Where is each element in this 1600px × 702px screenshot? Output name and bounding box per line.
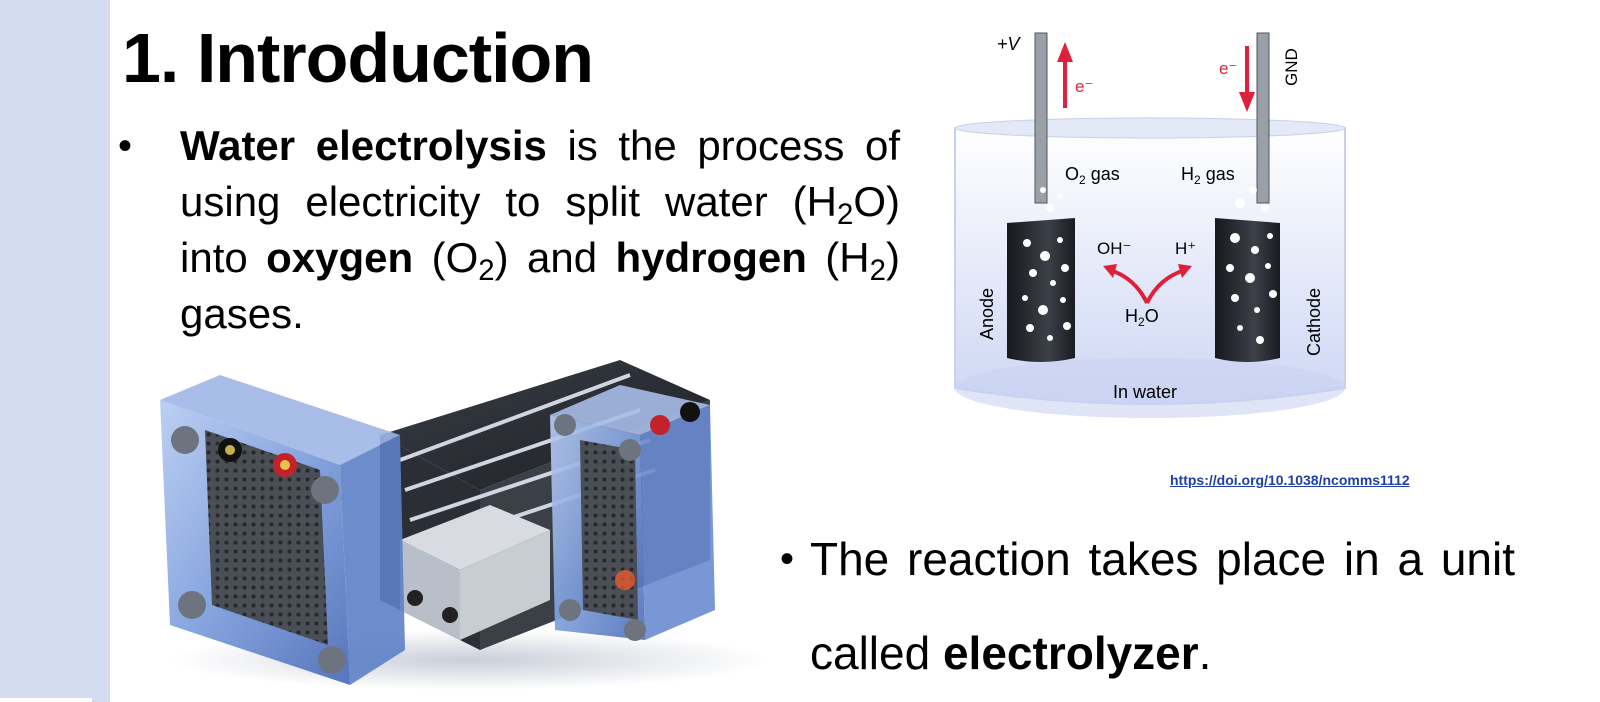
text-segment: is the process of using electricity to s… [180, 122, 900, 225]
electron-left-label: e⁻ [1075, 77, 1093, 96]
sidebar-strip [0, 0, 110, 702]
gnd-label: GND [1282, 48, 1301, 86]
water-formula-label: H2O [1125, 306, 1159, 329]
sidebar-strip-gap [0, 698, 92, 702]
plus-v-label: +V [997, 34, 1022, 54]
text-segment: . [1198, 627, 1212, 679]
electron-right-label: e⁻ [1219, 59, 1237, 78]
electrolyzer-stack-image [160, 360, 770, 690]
electrolysis-diagram: +V e⁻ e⁻ GND O2 gas H2 gas OH⁻ H⁺ H2O An… [954, 32, 1346, 418]
subscript: 2 [836, 198, 854, 231]
bullet-text-line: called electrolyzer. [810, 624, 1211, 682]
text-segment: ) gases. [180, 234, 900, 337]
term-water-electrolysis: Water electrolysis [180, 122, 547, 169]
text-segment: called [810, 627, 943, 679]
o2-gas-label: O2 gas [1065, 164, 1120, 187]
cathode-label: Cathode [1304, 288, 1324, 356]
text-segment: ) and [494, 234, 616, 281]
in-water-label: In water [1113, 382, 1177, 402]
bullet-text: Water electrolysis is the process of usi… [180, 118, 900, 342]
text-segment: O) into [180, 178, 900, 281]
subscript: 2 [478, 254, 495, 287]
term-hydrogen: hydrogen [615, 234, 807, 281]
text-segment: (H [806, 234, 870, 281]
h2-gas-label: H2 gas [1181, 164, 1235, 187]
term-electrolyzer: electrolyzer [942, 627, 1199, 679]
anode-label: Anode [977, 288, 997, 340]
proton-label: H⁺ [1175, 239, 1196, 258]
slide-title: 1. Introduction [122, 19, 594, 97]
hydroxide-ion-label: OH⁻ [1097, 239, 1131, 258]
bullet-text-line: The reaction takes place in a unit [810, 533, 1515, 585]
text-segment: (O [413, 234, 479, 281]
subscript: 2 [869, 254, 886, 287]
doi-reference-link[interactable]: https://doi.org/10.1038/ncomms1112 [1170, 472, 1410, 488]
bullet-marker: • [780, 537, 795, 581]
term-oxygen: oxygen [266, 234, 414, 281]
bullet-marker: • [118, 124, 133, 168]
